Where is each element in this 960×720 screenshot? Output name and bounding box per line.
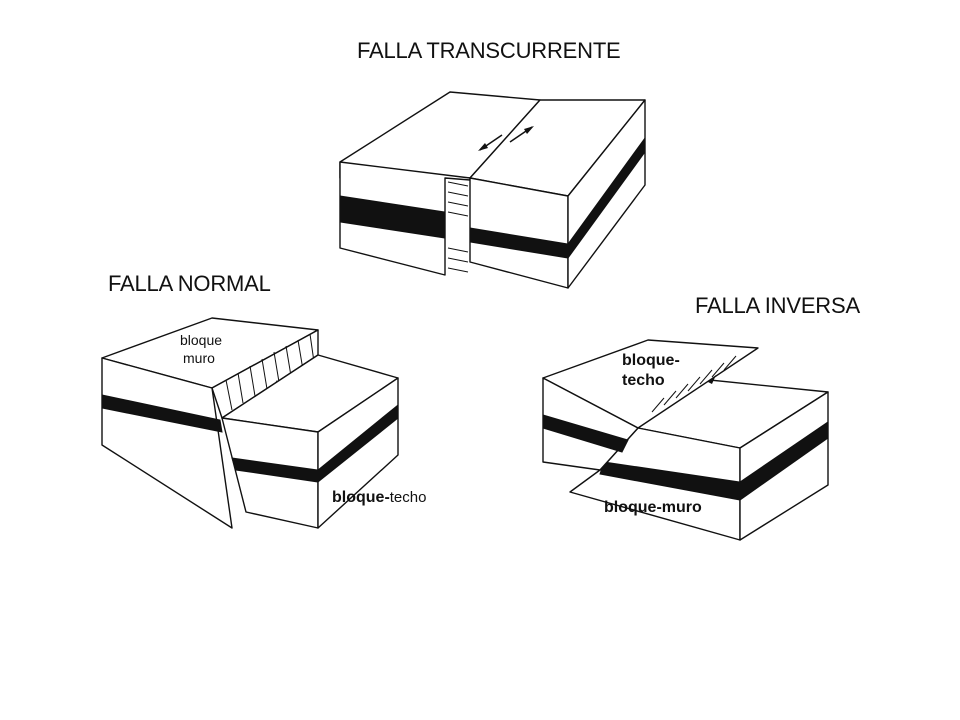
strike-slip-fault-hatching [447, 181, 469, 273]
strike-slip-fault-block: FALLA TRANSCURRENTE [339, 38, 646, 289]
reverse-footwall-label: bloque-muro [604, 499, 702, 516]
normal-hangingwall-label-part1: bloque- [332, 489, 390, 506]
reverse-motion-arrow [708, 375, 716, 384]
normal-footwall-label-line1: bloque [180, 332, 222, 348]
reverse-fault-block: FALLA INVERSA bloque- techo bloque-muro [542, 293, 861, 541]
normal-footwall-front [101, 357, 233, 529]
strike-slip-left-dark-layer [339, 195, 446, 239]
reverse-footwall-dark-layer-side [739, 421, 829, 501]
normal-fault-block: FALLA NORMAL bloque muro bloque-techo [101, 271, 426, 529]
normal-hangingwall-label-part2: techo [390, 489, 427, 506]
reverse-title: FALLA INVERSA [695, 293, 860, 318]
normal-title: FALLA NORMAL [108, 271, 271, 296]
normal-footwall-dark-layer [101, 394, 223, 433]
normal-hangingwall-side [317, 377, 399, 529]
reverse-hangingwall-label-line1: bloque- [622, 352, 680, 369]
strike-slip-title: FALLA TRANSCURRENTE [357, 38, 621, 63]
strike-slip-motion-arrows [478, 126, 534, 151]
normal-hangingwall-label: bloque-techo [332, 489, 426, 506]
reverse-fault-hatching [651, 355, 737, 413]
reverse-hangingwall-dark-layer [542, 414, 629, 453]
strike-slip-right-dark-layer-side [567, 136, 646, 260]
normal-hangingwall-dark-layer-side [317, 403, 399, 484]
normal-footwall-label-line2: muro [183, 350, 215, 366]
reverse-hangingwall-label-line2: techo [622, 372, 665, 389]
